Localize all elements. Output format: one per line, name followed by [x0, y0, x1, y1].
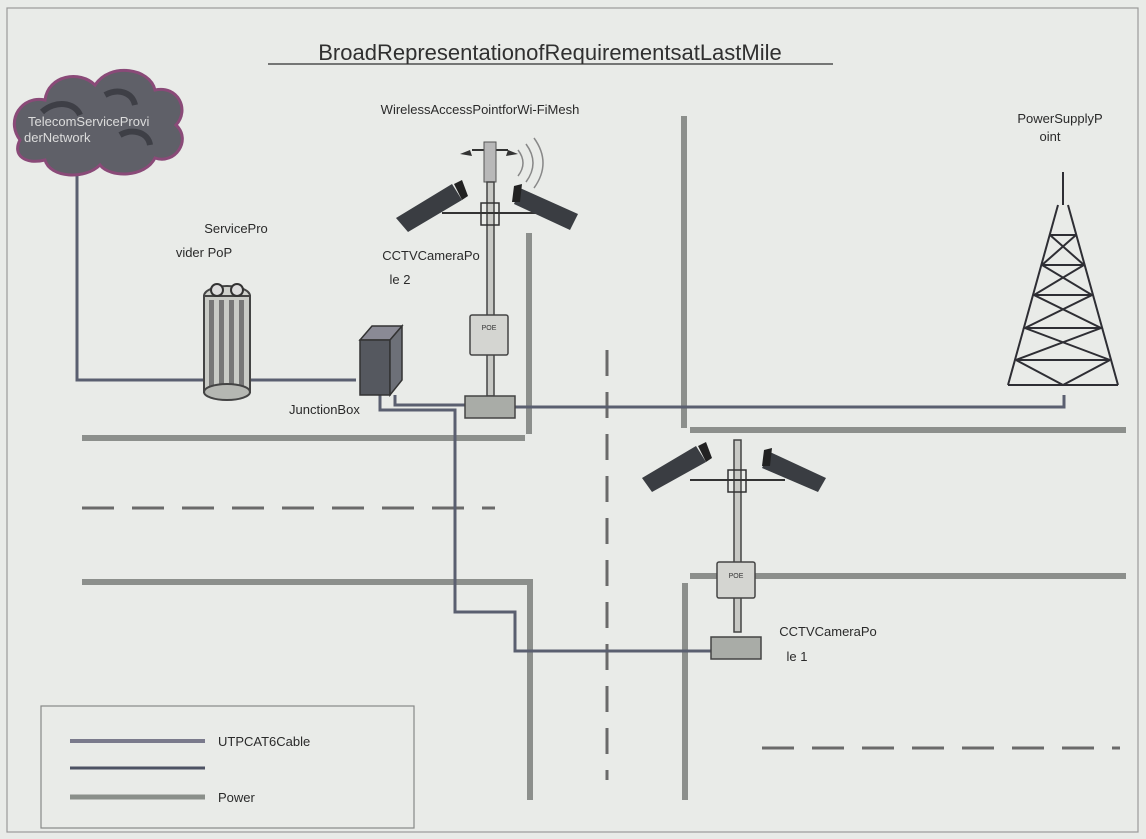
road-lower-left-corner — [525, 579, 533, 800]
diagram-title: BroadRepresentationofRequirementsatLastM… — [318, 40, 781, 65]
legend-label-1: UTPCAT6Cable — [218, 734, 310, 749]
pole2-label-line2: le 2 — [390, 272, 411, 287]
page-frame — [6, 7, 1139, 833]
cable-network — [75, 140, 1066, 653]
cloud-icon — [12, 68, 184, 177]
poe-box — [469, 314, 509, 356]
junction-box-icon — [358, 323, 404, 398]
telecom-label-line2: derNetwork — [24, 130, 91, 145]
camera-icon-right-2 — [762, 448, 826, 492]
power-point-label-line2: oint — [1040, 129, 1061, 144]
telecom-label-line1: TelecomServiceProvi — [28, 114, 149, 129]
power-point-label-line1: PowerSupplyP — [1017, 111, 1102, 126]
legend-label-3: Power — [218, 790, 256, 805]
pop-cabinet-icon — [203, 283, 251, 401]
lamp-icon-2 — [506, 150, 518, 156]
pop-label-line2: vider PoP — [176, 245, 232, 260]
camera-icon-left — [396, 180, 468, 232]
lamp-icon — [460, 150, 472, 156]
pole2-label-line1: CCTVCameraPo — [382, 248, 480, 263]
access-point-icon — [483, 141, 497, 183]
cctv-pole-2: POE — [396, 137, 578, 419]
cable-telecom-to-pop — [75, 140, 205, 382]
pole1-label-line1: CCTVCameraPo — [779, 624, 877, 639]
legend: UTPCAT6Cable Power — [40, 705, 415, 829]
camera-icon-right — [512, 184, 578, 230]
pole2-base-box — [464, 395, 516, 419]
cable-junction-to-pole2 — [393, 395, 465, 407]
pole1-label-line2: le 1 — [787, 649, 808, 664]
camera-icon-left-2 — [642, 442, 712, 492]
pop-label-line1: ServicePro — [204, 221, 268, 236]
junction-box-label: JunctionBox — [289, 402, 360, 417]
cctv-pole-1: POE — [642, 439, 826, 660]
poe-label: POE — [482, 325, 497, 332]
power-tower-icon — [1007, 172, 1119, 387]
road-network — [82, 116, 1126, 800]
lane-markings — [82, 350, 1120, 780]
pole1-base-box — [710, 636, 762, 660]
wifi-label: WirelessAccessPointforWi-FiMesh — [381, 102, 580, 117]
cable-pole2-to-power — [515, 395, 1066, 409]
wifi-signal-icon — [517, 137, 544, 189]
cable-junction-to-pole1 — [378, 395, 712, 653]
poe-label-2: POE — [729, 573, 744, 580]
poe-box-2 — [716, 561, 756, 599]
legend-box — [40, 705, 415, 829]
